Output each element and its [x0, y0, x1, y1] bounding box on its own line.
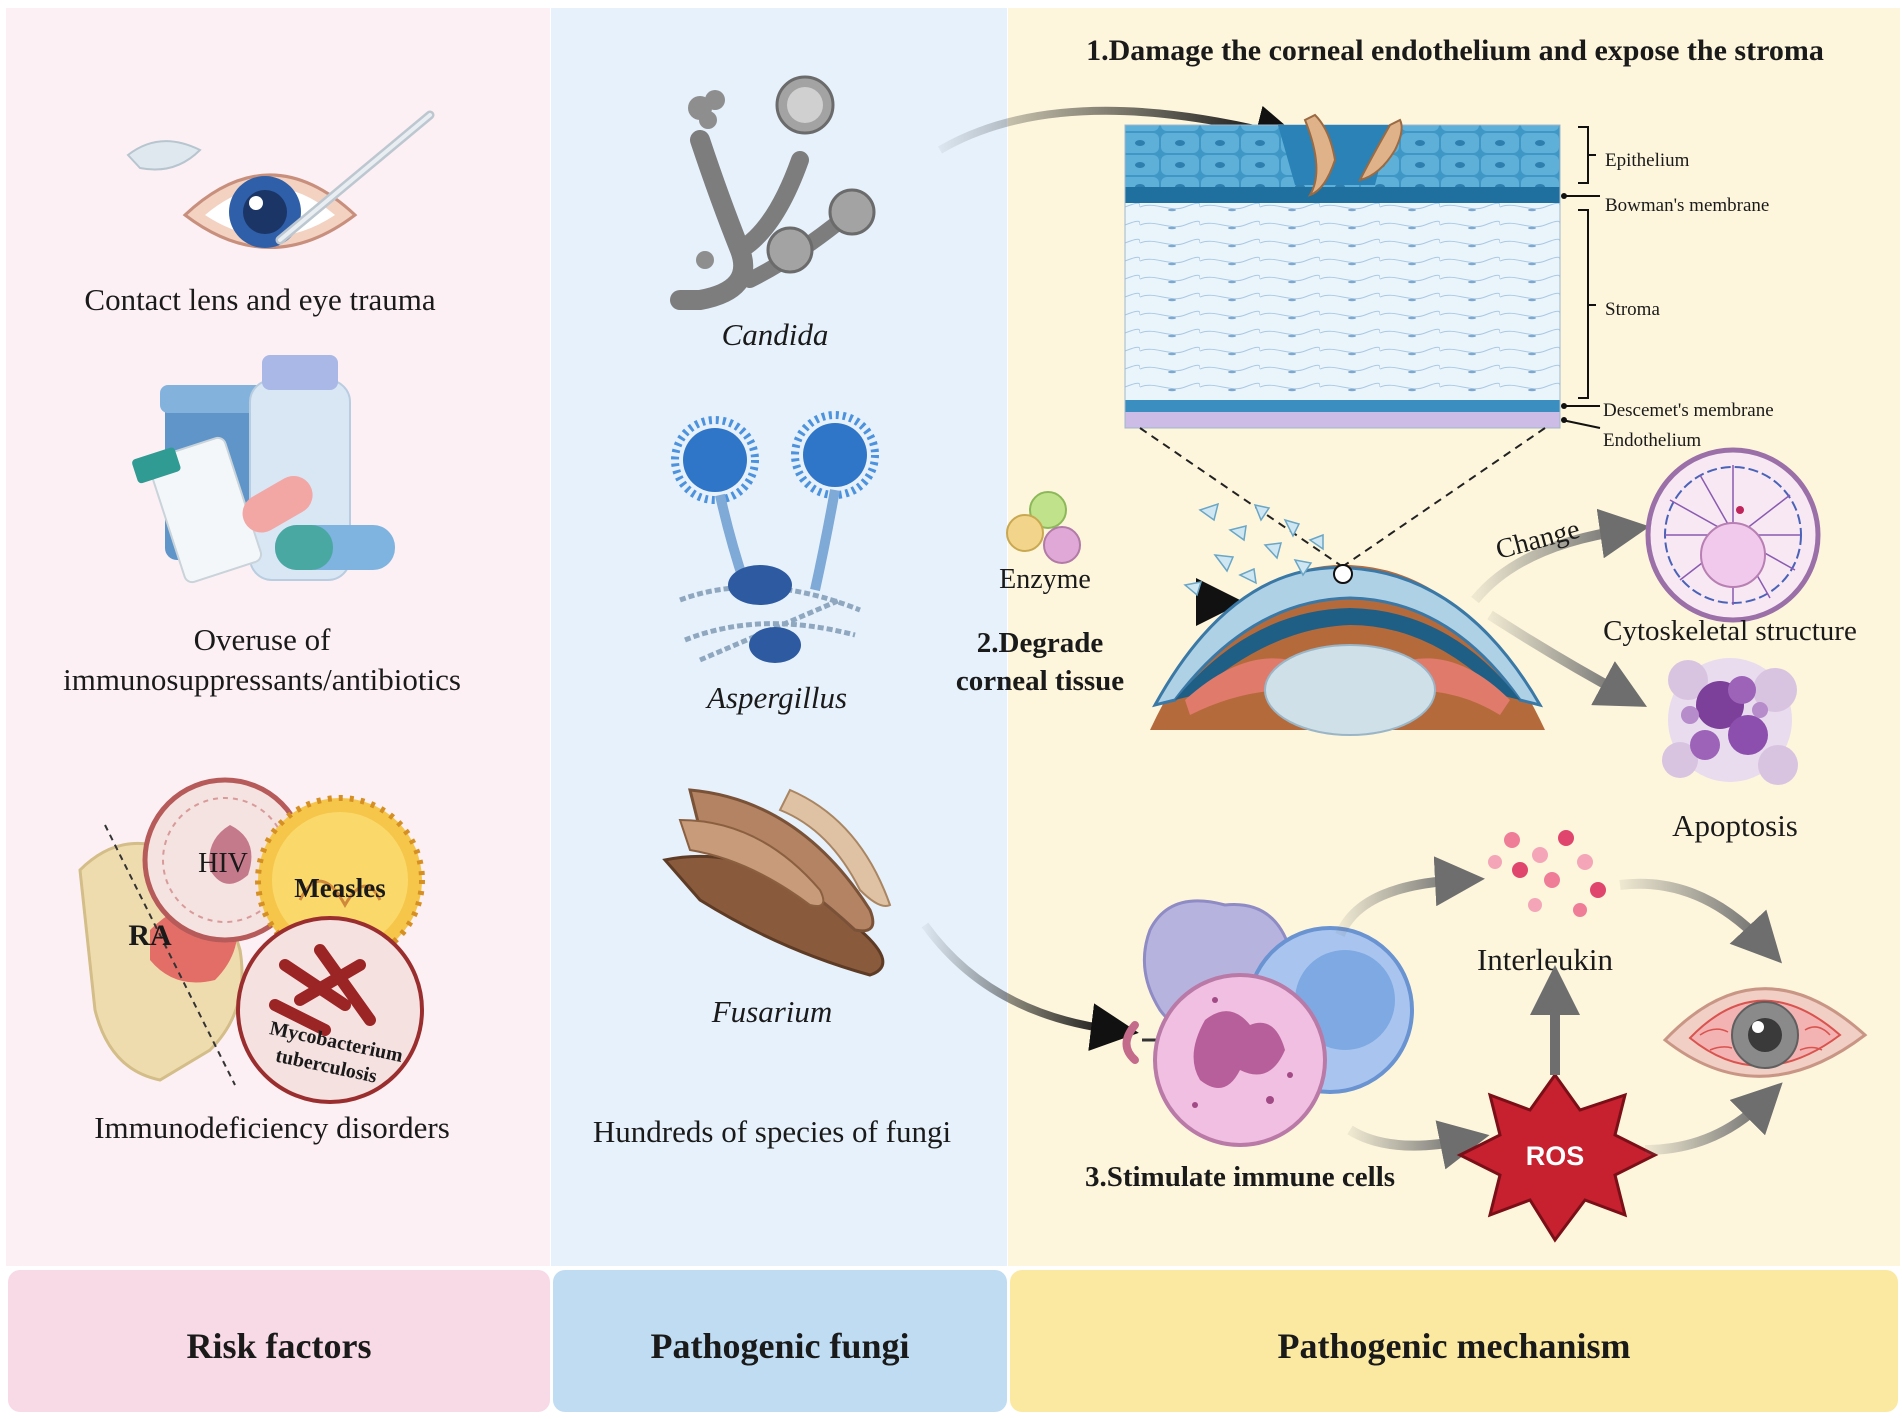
risk-factors-title: Risk factors: [187, 1326, 372, 1366]
cornea-layers-section: [1124, 113, 1561, 429]
fusarium-illustration: [662, 788, 892, 977]
drugs-illustration: [132, 355, 395, 584]
pathogenic-mechanism-title: Pathogenic mechanism: [1278, 1326, 1631, 1366]
arrow-interleukin-to-eye: [1619, 878, 1783, 964]
interleukin-icon: [1488, 830, 1606, 917]
interleukin-label: Interleukin: [1477, 942, 1614, 977]
candida-label: Candida: [722, 317, 829, 352]
ros-label: ROS: [1526, 1141, 1585, 1171]
layer-dots: [1561, 193, 1567, 423]
descemet-label: Descemet's membrane: [1603, 400, 1774, 421]
step2-label-line1: 2.Degrade: [977, 627, 1104, 659]
lens-trauma-label: Contact lens and eye trauma: [84, 282, 435, 317]
apoptosis-cell-icon: [1662, 658, 1798, 785]
eye-trauma-illustration: [126, 110, 435, 249]
arrow-candida-to-cornea: [937, 105, 1304, 154]
aspergillus-label: Aspergillus: [705, 680, 847, 715]
apoptosis-label: Apoptosis: [1672, 808, 1798, 843]
step3-label: 3.Stimulate immune cells: [1085, 1161, 1395, 1193]
risk-footer: [8, 1270, 550, 1412]
arrow-immune-to-ros: [1347, 1120, 1490, 1170]
enzyme-label: Enzyme: [999, 564, 1091, 595]
zoom-line-right: [1344, 427, 1546, 566]
hundreds-species-label: Hundreds of species of fungi: [593, 1114, 952, 1149]
step2-label-line2: corneal tissue: [956, 665, 1124, 697]
step1-label: 1.Damage the corneal endothelium and exp…: [1086, 34, 1824, 67]
bowman-label: Bowman's membrane: [1605, 195, 1769, 216]
fungi-footer: [553, 1270, 1007, 1412]
overuse-label-line2: immunosuppressants/antibiotics: [63, 662, 461, 697]
arrow-ros-to-eye: [1644, 1082, 1783, 1155]
immune-cells-illustration: [1122, 899, 1414, 1147]
overuse-label-line1: Overuse of: [194, 622, 332, 657]
pathogenic-fungi-title: Pathogenic fungi: [650, 1326, 909, 1366]
eye-cross-section: [1150, 502, 1545, 736]
inflamed-eye-icon: [1662, 987, 1868, 1078]
stroma-label: Stroma: [1605, 299, 1660, 320]
layer-brackets: [1561, 126, 1601, 429]
ros-burst-icon: [1456, 1072, 1659, 1243]
arrow-to-apoptosis: [1487, 610, 1648, 707]
ra-label: RA: [128, 919, 172, 952]
arrow-fusarium-to-immune: [921, 922, 1139, 1051]
fusarium-label: Fusarium: [711, 994, 833, 1029]
arrow-to-cytoskeletal: [1471, 508, 1650, 604]
arrow-immune-to-interleukin: [1335, 856, 1485, 938]
mechanism-footer: [1010, 1270, 1898, 1412]
endothelium-label: Endothelium: [1603, 430, 1701, 451]
hiv-label: HIV: [198, 848, 248, 879]
epithelium-label: Epithelium: [1605, 150, 1690, 171]
cytoskeletal-label: Cytoskeletal structure: [1603, 615, 1857, 647]
immunodeficiency-label: Immunodeficiency disorders: [94, 1110, 450, 1145]
enzyme-icon: [1006, 491, 1081, 564]
immunodeficiency-illustration: RA HIV Measles Mycobacterium tuberculosi…: [78, 777, 425, 1104]
aspergillus-illustration: [671, 411, 879, 663]
candida-illustration: [670, 75, 876, 310]
zoom-line-left: [1139, 427, 1341, 566]
measles-label: Measles: [294, 873, 385, 903]
cytoskeletal-cell-icon: [1645, 447, 1821, 623]
